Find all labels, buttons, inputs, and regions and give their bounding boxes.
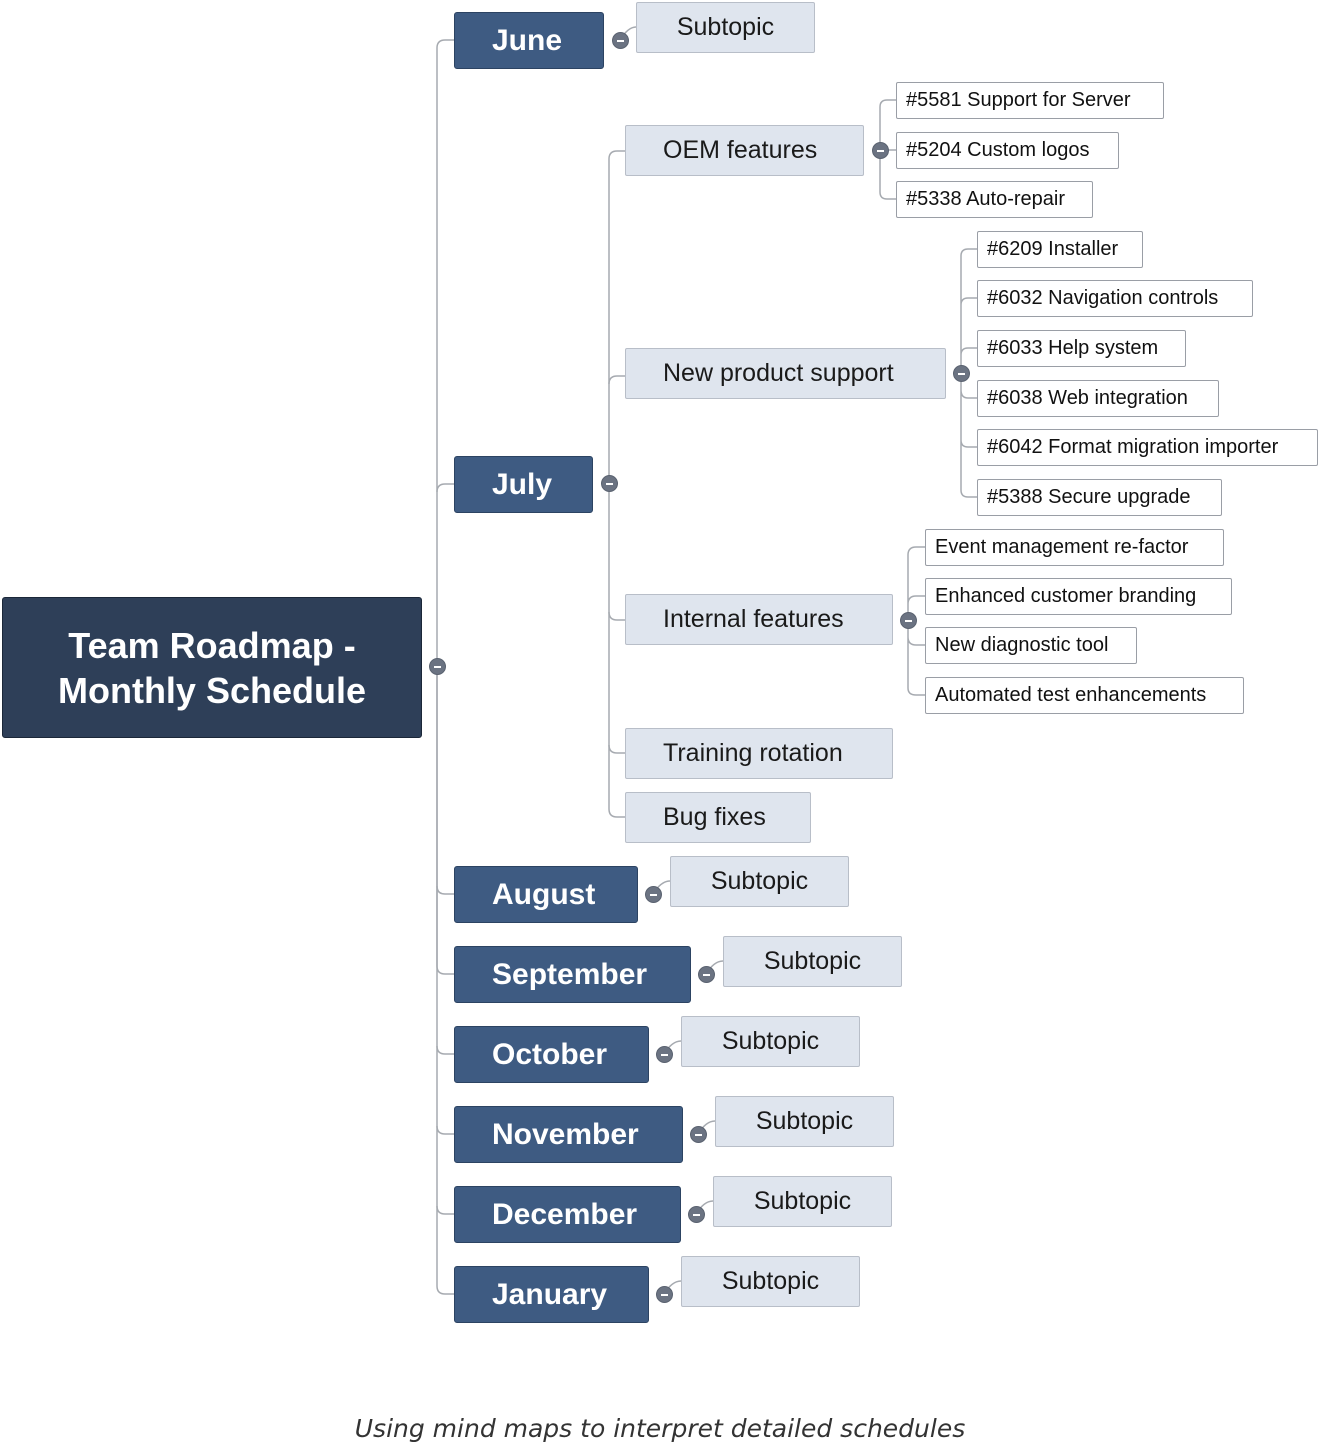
subtopic-january[interactable]: Subtopic xyxy=(681,1256,860,1307)
subtopic-september-label: Subtopic xyxy=(763,947,862,975)
item-6038[interactable]: #6038 Web integration xyxy=(977,380,1219,417)
connector-july-internal xyxy=(608,611,625,621)
connector-july-oem xyxy=(608,150,625,484)
subtopic-august-label: Subtopic xyxy=(710,867,809,895)
subtopic-november-label: Subtopic xyxy=(755,1107,854,1135)
month-september[interactable]: September xyxy=(454,946,691,1003)
month-november-label: November xyxy=(492,1117,639,1151)
subtopic-june[interactable]: Subtopic xyxy=(636,2,815,53)
month-july-label: July xyxy=(492,467,553,501)
item-5581[interactable]: #5581 Support for Server xyxy=(896,82,1164,119)
collapse-december-icon[interactable] xyxy=(688,1206,705,1223)
item-6032-label: #6032 Navigation controls xyxy=(987,287,1219,309)
topic-training-rotation-label: Training rotation xyxy=(663,739,843,767)
item-5388-label: #5388 Secure upgrade xyxy=(987,486,1191,508)
item-diagnostic-tool[interactable]: New diagnostic tool xyxy=(925,627,1137,664)
item-automated-test-label: Automated test enhancements xyxy=(935,684,1207,706)
collapse-oem-features-icon[interactable] xyxy=(872,142,889,159)
item-enhanced-branding[interactable]: Enhanced customer branding xyxy=(925,578,1232,615)
connector-july-nps xyxy=(608,375,625,385)
subtopic-august[interactable]: Subtopic xyxy=(670,856,849,907)
collapse-june-icon[interactable] xyxy=(612,32,629,49)
month-december-label: December xyxy=(492,1197,638,1231)
item-automated-test[interactable]: Automated test enhancements xyxy=(925,677,1244,714)
item-5338[interactable]: #5338 Auto-repair xyxy=(896,181,1093,218)
item-6209[interactable]: #6209 Installer xyxy=(977,231,1143,268)
month-november[interactable]: November xyxy=(454,1106,683,1163)
item-6042-label: #6042 Format migration importer xyxy=(987,436,1279,458)
figure-caption: Using mind maps to interpret detailed sc… xyxy=(354,1414,966,1443)
connector-july-training xyxy=(608,744,625,754)
subtopic-october[interactable]: Subtopic xyxy=(681,1016,860,1067)
central-topic-line1: Team Roadmap - xyxy=(68,624,356,666)
collapse-september-icon[interactable] xyxy=(698,966,715,983)
month-july[interactable]: July xyxy=(454,456,593,513)
connector-nps-items xyxy=(960,248,977,498)
item-6032[interactable]: #6032 Navigation controls xyxy=(977,280,1253,317)
central-topic-line2: Monthly Schedule xyxy=(57,669,367,711)
topic-internal-features-label: Internal features xyxy=(663,605,844,633)
month-june[interactable]: June xyxy=(454,12,604,69)
connector-root-september xyxy=(436,666,454,975)
collapse-november-icon[interactable] xyxy=(690,1126,707,1143)
topic-bug-fixes[interactable]: Bug fixes xyxy=(625,792,811,843)
month-october[interactable]: October xyxy=(454,1026,649,1083)
item-event-management-label: Event management re-factor xyxy=(935,536,1189,558)
item-6038-label: #6038 Web integration xyxy=(987,387,1188,409)
month-january[interactable]: January xyxy=(454,1266,649,1323)
subtopic-september[interactable]: Subtopic xyxy=(723,936,902,987)
connector-root-june xyxy=(436,39,454,666)
item-6042[interactable]: #6042 Format migration importer xyxy=(977,429,1318,466)
collapse-january-icon[interactable] xyxy=(656,1286,673,1303)
topic-new-product-support[interactable]: New product support xyxy=(625,348,946,399)
item-diagnostic-tool-label: New diagnostic tool xyxy=(935,634,1109,656)
month-august[interactable]: August xyxy=(454,866,638,923)
item-5388[interactable]: #5388 Secure upgrade xyxy=(977,479,1222,516)
topic-training-rotation[interactable]: Training rotation xyxy=(625,728,893,779)
subtopic-october-label: Subtopic xyxy=(721,1027,820,1055)
subtopic-june-label: Subtopic xyxy=(676,13,775,41)
month-august-label: August xyxy=(492,877,596,911)
month-january-label: January xyxy=(492,1277,608,1311)
collapse-october-icon[interactable] xyxy=(656,1046,673,1063)
item-6209-label: #6209 Installer xyxy=(987,238,1119,260)
collapse-new-product-support-icon[interactable] xyxy=(953,365,970,382)
connector-july-bugs xyxy=(608,484,625,818)
item-5204-label: #5204 Custom logos xyxy=(906,139,1090,161)
item-5204[interactable]: #5204 Custom logos xyxy=(896,132,1119,169)
topic-bug-fixes-label: Bug fixes xyxy=(663,803,766,831)
collapse-root-icon[interactable] xyxy=(429,658,446,675)
connector-internal-items xyxy=(907,546,925,696)
month-september-label: September xyxy=(492,957,648,991)
connector-root-august xyxy=(436,885,454,895)
collapse-internal-features-icon[interactable] xyxy=(900,612,917,629)
subtopic-november[interactable]: Subtopic xyxy=(715,1096,894,1147)
topic-oem-features-label: OEM features xyxy=(663,136,818,164)
item-enhanced-branding-label: Enhanced customer branding xyxy=(935,585,1197,607)
connector-root-december xyxy=(436,1205,454,1215)
collapse-august-icon[interactable] xyxy=(645,886,662,903)
item-6033[interactable]: #6033 Help system xyxy=(977,330,1186,367)
topic-internal-features[interactable]: Internal features xyxy=(625,594,893,645)
topic-oem-features[interactable]: OEM features xyxy=(625,125,864,176)
month-june-label: June xyxy=(492,23,563,57)
connector-root-july xyxy=(436,483,454,493)
connector-root-october xyxy=(436,1045,454,1055)
connector-root-january xyxy=(436,666,454,1295)
subtopic-december-label: Subtopic xyxy=(753,1187,852,1215)
item-6033-label: #6033 Help system xyxy=(987,337,1159,359)
central-topic[interactable]: Team Roadmap - Monthly Schedule xyxy=(2,597,422,738)
collapse-july-icon[interactable] xyxy=(601,475,618,492)
connector-root-november xyxy=(436,1125,454,1135)
item-5338-label: #5338 Auto-repair xyxy=(906,188,1066,210)
subtopic-december[interactable]: Subtopic xyxy=(713,1176,892,1227)
topic-new-product-support-label: New product support xyxy=(663,359,894,387)
month-october-label: October xyxy=(492,1037,608,1071)
item-5581-label: #5581 Support for Server xyxy=(906,89,1131,111)
month-december[interactable]: December xyxy=(454,1186,681,1243)
item-event-management[interactable]: Event management re-factor xyxy=(925,529,1224,566)
subtopic-january-label: Subtopic xyxy=(721,1267,820,1295)
